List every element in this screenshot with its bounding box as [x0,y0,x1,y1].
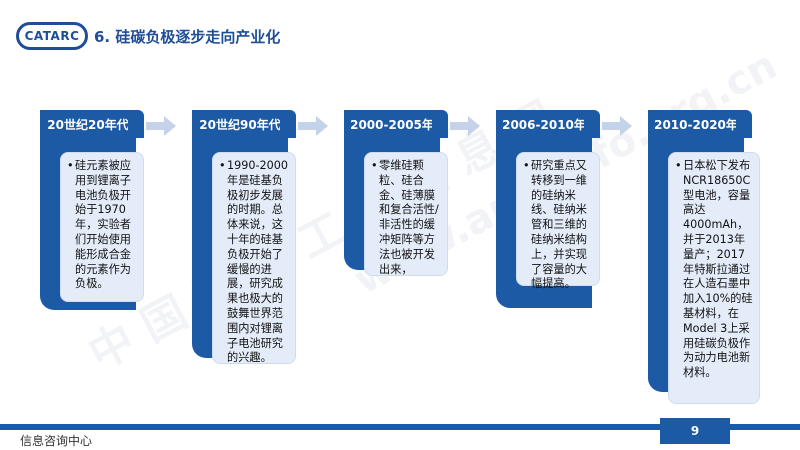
period-label: 2010-2020年 [648,110,752,138]
period-label: 20世纪20年代 [40,110,144,138]
bullet-text: 硅元素被应用到锂离子电池负极开始于1970年，实验者们开始使用能形成合金的元素作… [75,159,131,291]
page-title: 6. 硅碳负极逐步走向产业化 [94,28,281,46]
logo-text: CATARC [24,29,80,43]
period-label: 20世纪90年代 [192,110,296,138]
bullet-dot-icon: • [523,159,530,172]
bullet-text: 研究重点又转移到一维的硅纳米线、硅纳米管和三维的硅纳米结构上，并实现了容量的大幅… [531,159,587,291]
bullet-item: • 零维硅颗粒、硅合金、硅薄膜和复合活性/非活性的缓冲矩阵等方法也被开发出来， [371,159,441,277]
bullet-text: 日本松下发布NCR18650C型电池，容量高达4000mAh，并于2013年量产… [683,159,753,380]
footer-bar [0,424,800,430]
period-label: 2000-2005年 [344,110,448,138]
footer-label: 信息咨询中心 [20,434,93,448]
bullet-text: 零维硅颗粒、硅合金、硅薄膜和复合活性/非活性的缓冲矩阵等方法也被开发出来， [379,159,439,276]
description-card: • 零维硅颗粒、硅合金、硅薄膜和复合活性/非活性的缓冲矩阵等方法也被开发出来， [364,152,448,276]
right-arrow-icon [298,116,328,136]
bullet-dot-icon: • [371,159,378,172]
bullet-item: • 1990-2000年是硅基负极初步发展的时期。总体来说，这十年的硅基负极开始… [219,159,289,366]
bullet-dot-icon: • [67,159,74,172]
bullet-item: • 硅元素被应用到锂离子电池负极开始于1970年，实验者们开始使用能形成合金的元… [67,159,137,292]
page-number: 9 [660,418,730,444]
period-label: 2006-2010年 [496,110,600,138]
description-card: • 日本松下发布NCR18650C型电池，容量高达4000mAh，并于2013年… [668,152,760,404]
description-card: • 硅元素被应用到锂离子电池负极开始于1970年，实验者们开始使用能形成合金的元… [60,152,144,302]
description-card: • 研究重点又转移到一维的硅纳米线、硅纳米管和三维的硅纳米结构上，并实现了容量的… [516,152,600,290]
right-arrow-icon [602,116,632,136]
bullet-dot-icon: • [219,159,226,172]
bullet-item: • 日本松下发布NCR18650C型电池，容量高达4000mAh，并于2013年… [675,159,753,381]
description-card: • 1990-2000年是硅基负极初步发展的时期。总体来说，这十年的硅基负极开始… [212,152,296,364]
right-arrow-icon [450,116,480,136]
bullet-dot-icon: • [675,159,682,172]
bullet-text: 1990-2000年是硅基负极初步发展的时期。总体来说，这十年的硅基负极开始了缓… [227,159,288,365]
right-arrow-icon [146,116,176,136]
catarc-logo: CATARC [16,22,88,50]
bullet-item: • 研究重点又转移到一维的硅纳米线、硅纳米管和三维的硅纳米结构上，并实现了容量的… [523,159,593,292]
